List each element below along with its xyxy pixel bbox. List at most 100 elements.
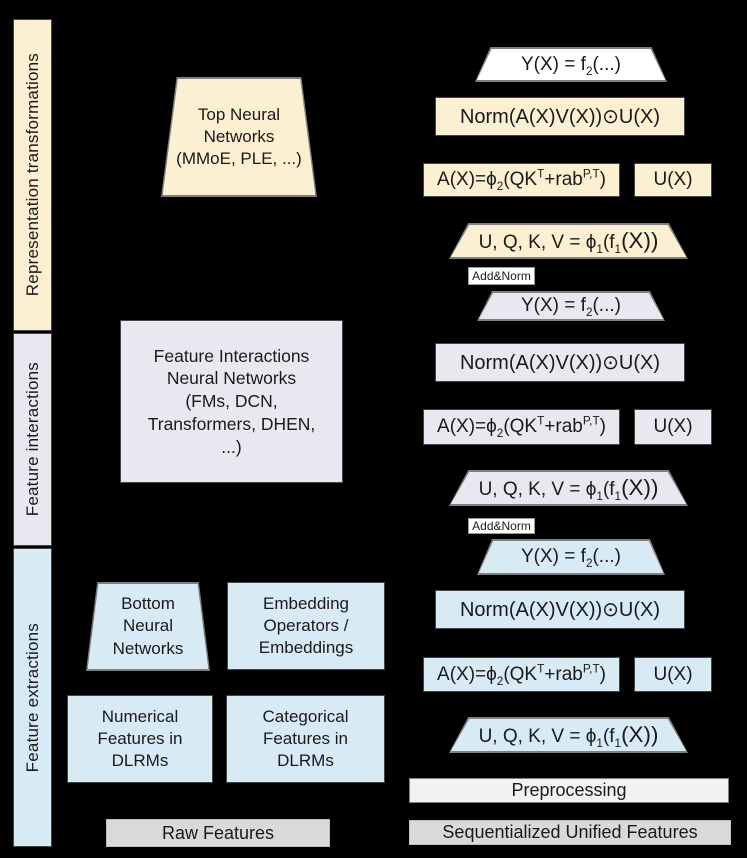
formula-sup: P,T: [582, 662, 600, 676]
attention-box-2: A(X)=ϕ2(QKT+rabP,T): [423, 409, 620, 445]
attention-box-1: A(X)=ϕ2(QKT+rabP,T): [423, 163, 620, 197]
trapezoid-fill: [476, 48, 666, 81]
formula-part: (f: [602, 479, 615, 500]
uqkv-formula-3: U, Q, K, V = ϕ1(f1(X)): [478, 722, 659, 750]
categorical-features-box: Categorical Features in DLRMs: [226, 695, 385, 783]
formula-sub: 1: [614, 736, 622, 750]
formula-part: ): [599, 416, 606, 437]
formula-sub: 2: [585, 305, 593, 319]
formula-part: U, Q, K, V = ϕ: [478, 726, 597, 747]
formula-part: (X)): [621, 475, 659, 500]
attention-formula-2: A(X)=ϕ2(QKT+rabP,T): [437, 414, 606, 440]
formula-part: (QK: [503, 169, 538, 190]
norm-formula-2: Norm(A(X)V(X))⊙U(X): [459, 352, 661, 374]
section-label-feature-extractions: Feature extractions: [22, 622, 42, 773]
formula-part: (X)): [621, 228, 659, 253]
add-norm-box-1: Add&Norm: [468, 267, 535, 285]
formula-sup: P,T: [582, 167, 600, 181]
formula-sub: 1: [596, 242, 603, 256]
attention-formula-1: A(X)=ϕ2(QKT+rabP,T): [437, 167, 606, 193]
formula-part: ): [599, 663, 606, 685]
output-trapezoid-2: Y(X) = f2(...): [477, 291, 665, 321]
formula-part: (QK: [503, 416, 538, 437]
formula-sup: T: [537, 167, 545, 181]
output-formula-2: Y(X) = f2(...): [521, 295, 621, 319]
feature-interactions-nn-box: Feature Interactions Neural Networks (FM…: [120, 320, 343, 483]
formula-sup: P,T: [582, 414, 600, 428]
u-label-3: U(X): [653, 663, 693, 685]
formula-part: Y(X) = f: [521, 546, 586, 567]
formula-part: (...): [592, 295, 621, 316]
bottom-neural-networks-label: Bottom Neural Networks: [112, 594, 184, 658]
formula-sup: T: [537, 662, 545, 676]
trapezoid-fill: [478, 292, 664, 320]
norm-formula-1: Norm(A(X)V(X))⊙U(X): [459, 106, 661, 128]
uqkv-formula-2: U, Q, K, V = ϕ1(f1(X)): [478, 475, 659, 503]
output-trapezoid-1: Y(X) = f2(...): [475, 47, 667, 82]
formula-sub: 2: [585, 64, 593, 78]
trapezoid-fill: [450, 718, 687, 752]
formula-part: U, Q, K, V = ϕ: [478, 232, 597, 253]
formula-part: (QK: [503, 663, 538, 685]
numerical-features-box: Numerical Features in DLRMs: [67, 695, 213, 783]
formula-sub: 2: [496, 426, 504, 440]
top-neural-networks-label: Top Neural Networks (MMoE, PLE, ...): [176, 104, 302, 169]
norm-formula-3: Norm(A(X)V(X))⊙U(X): [459, 599, 661, 621]
norm-gating-box-2: Norm(A(X)V(X))⊙U(X): [435, 343, 685, 382]
formula-part: Y(X) = f: [521, 295, 586, 316]
formula-sub: 2: [496, 674, 504, 688]
uqkv-projection-trapezoid-1: U, Q, K, V = ϕ1(f1(X)): [449, 223, 688, 259]
trapezoid-fill: [162, 78, 316, 196]
bottom-neural-networks-trapezoid: Bottom Neural Networks: [86, 582, 210, 671]
section-bar-representation-transformations: Representation transformations: [13, 19, 52, 331]
formula-part: (f: [602, 232, 615, 253]
formula-part: U, Q, K, V = ϕ: [478, 479, 597, 500]
output-formula-1: Y(X) = f2(...): [521, 53, 621, 78]
preprocessing-box: Preprocessing: [409, 778, 729, 803]
formula-part: A(X)=ϕ: [437, 663, 497, 685]
formula-sub: 2: [585, 556, 593, 570]
sequentialized-unified-features-box: Sequentialized Unified Features: [409, 820, 731, 845]
section-label-representation-transformations: Representation transformations: [22, 53, 42, 297]
uqkv-projection-trapezoid-2: U, Q, K, V = ϕ1(f1(X)): [449, 470, 688, 506]
formula-part: (f: [602, 726, 615, 747]
u-label-1: U(X): [653, 169, 693, 190]
formula-sub: 1: [614, 242, 622, 256]
output-formula-3: Y(X) = f2(...): [521, 546, 621, 570]
formula-sup: T: [537, 414, 545, 428]
formula-part: (X)): [621, 722, 659, 747]
output-trapezoid-3: Y(X) = f2(...): [477, 539, 665, 575]
norm-gating-box-3: Norm(A(X)V(X))⊙U(X): [435, 590, 685, 629]
formula-part: A(X)=ϕ: [437, 169, 497, 190]
u-projection-box-2: U(X): [634, 409, 712, 445]
section-bar-feature-extractions: Feature extractions: [13, 548, 52, 847]
u-projection-box-1: U(X): [634, 163, 712, 197]
u-label-2: U(X): [653, 416, 693, 437]
formula-sub: 1: [596, 489, 603, 503]
formula-part: +rab: [544, 663, 583, 685]
formula-part: +rab: [544, 169, 583, 190]
trapezoid-fill: [450, 224, 687, 258]
top-neural-networks-trapezoid: Top Neural Networks (MMoE, PLE, ...): [161, 77, 317, 197]
raw-features-box: Raw Features: [106, 819, 330, 847]
section-bar-feature-interactions: Feature interactions: [13, 333, 52, 546]
trapezoid-fill: [478, 540, 664, 574]
trapezoid-fill: [87, 583, 209, 670]
u-projection-box-3: U(X): [634, 657, 712, 692]
add-norm-box-2: Add&Norm: [468, 518, 535, 534]
formula-part: A(X)=ϕ: [437, 416, 497, 437]
embedding-operators-box: Embedding Operators / Embeddings: [227, 582, 385, 670]
uqkv-formula-1: U, Q, K, V = ϕ1(f1(X)): [478, 228, 659, 256]
section-label-feature-interactions: Feature interactions: [22, 362, 42, 517]
formula-part: +rab: [544, 416, 583, 437]
formula-sub: 1: [596, 736, 603, 750]
formula-part: ): [599, 169, 606, 190]
attention-box-3: A(X)=ϕ2(QKT+rabP,T): [423, 657, 620, 692]
formula-part: Y(X) = f: [521, 53, 586, 75]
formula-part: (...): [592, 546, 621, 567]
formula-part: (...): [592, 53, 621, 75]
formula-sub: 2: [496, 179, 504, 193]
trapezoid-fill: [450, 471, 687, 505]
formula-sub: 1: [614, 489, 622, 503]
